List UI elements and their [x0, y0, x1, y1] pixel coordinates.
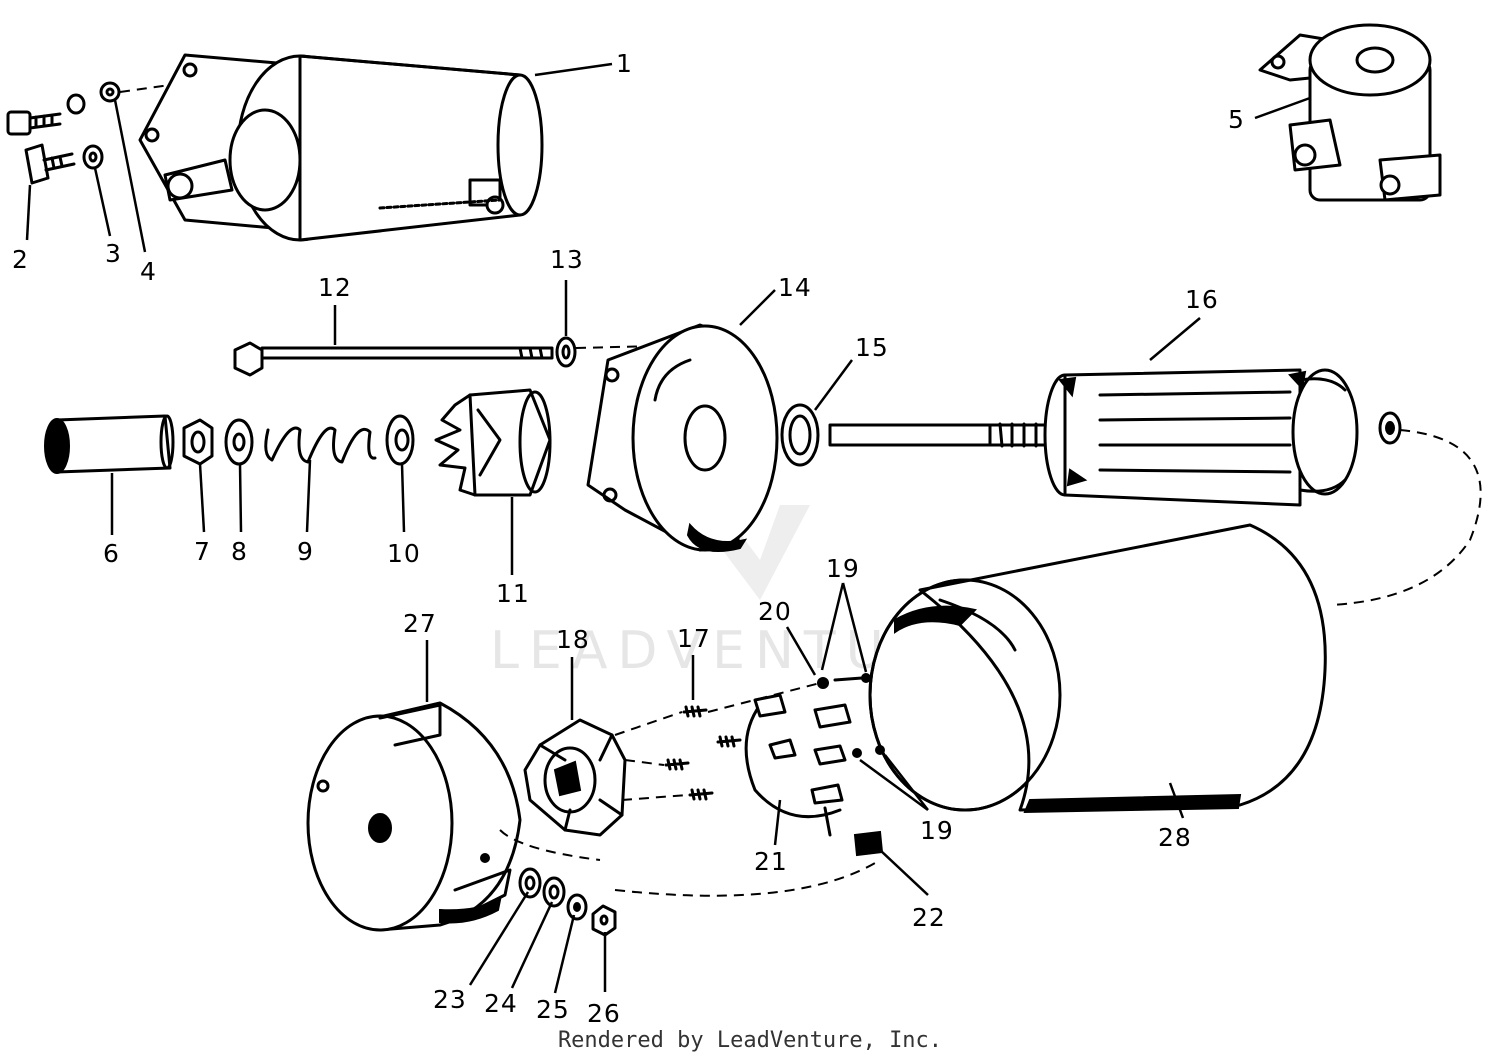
part-5-solenoid	[1258, 23, 1442, 202]
callout-6: 6	[103, 539, 120, 568]
part-27-commutator-end-cap	[306, 701, 522, 932]
part-12-through-bolt	[233, 341, 554, 377]
part-21-brush-plate	[744, 693, 852, 837]
part-10-retainer-washer	[385, 414, 415, 466]
callout-26: 26	[587, 999, 621, 1028]
footer-credit: Rendered by LeadVenture, Inc.	[557, 1028, 943, 1053]
part-19-screws	[833, 673, 885, 758]
callout-19-upper: 19	[826, 554, 860, 583]
part-25-lock-washer	[566, 893, 588, 921]
part-7-nut	[182, 418, 214, 466]
callout-19-lower: 19	[920, 816, 954, 845]
callout-labels: 1 2 3 4 5 6 7 8 9 10 11 12 13 14 15 16 1…	[12, 49, 1245, 1028]
callout-15: 15	[855, 333, 889, 362]
callout-4: 4	[140, 257, 157, 286]
leader-lines	[25, 62, 1311, 994]
assembly-dashed-lines	[499, 429, 1482, 897]
callout-20: 20	[758, 597, 792, 626]
callout-3: 3	[105, 239, 122, 268]
part-17-brush-springs	[614, 682, 821, 801]
callout-2: 2	[12, 245, 29, 274]
part-16-armature	[828, 368, 1359, 507]
callout-21: 21	[754, 847, 788, 876]
callout-9: 9	[297, 537, 314, 566]
part-18-brush-holder	[523, 718, 627, 837]
part-4-washer	[99, 81, 171, 103]
part-23-washer	[518, 867, 542, 899]
part-11-drive-pinion	[434, 388, 552, 497]
callout-23: 23	[433, 985, 467, 1014]
part-15-thrust-washer	[780, 403, 820, 467]
callout-22: 22	[912, 903, 946, 932]
callout-27: 27	[403, 609, 437, 638]
callout-14: 14	[778, 273, 812, 302]
part-1-starter-assembly	[138, 53, 544, 242]
part-2-screw	[6, 110, 76, 185]
callout-1: 1	[616, 49, 633, 78]
callout-16: 16	[1185, 285, 1219, 314]
callout-10: 10	[387, 539, 421, 568]
part-22-brush	[853, 830, 884, 857]
part-9-spring	[264, 426, 377, 464]
callout-17: 17	[677, 624, 711, 653]
part-26-nut	[591, 904, 617, 937]
callout-5: 5	[1228, 105, 1245, 134]
part-3-washer	[66, 93, 104, 170]
armature-end-washer	[1378, 411, 1402, 445]
callout-8: 8	[231, 537, 248, 566]
callout-13: 13	[550, 245, 584, 274]
part-14-drive-end-cap	[586, 323, 779, 552]
part-24-washer	[542, 876, 566, 908]
part-8-washer	[224, 418, 254, 466]
callout-12: 12	[318, 273, 352, 302]
callout-28: 28	[1158, 823, 1192, 852]
callout-11: 11	[496, 579, 530, 608]
callout-7: 7	[194, 537, 211, 566]
part-28-frame-housing	[868, 523, 1327, 814]
part-20-terminal-screw	[817, 677, 829, 689]
callout-24: 24	[484, 989, 518, 1018]
callout-25: 25	[536, 995, 570, 1024]
callout-18: 18	[556, 625, 590, 654]
part-6-cap	[44, 414, 175, 474]
